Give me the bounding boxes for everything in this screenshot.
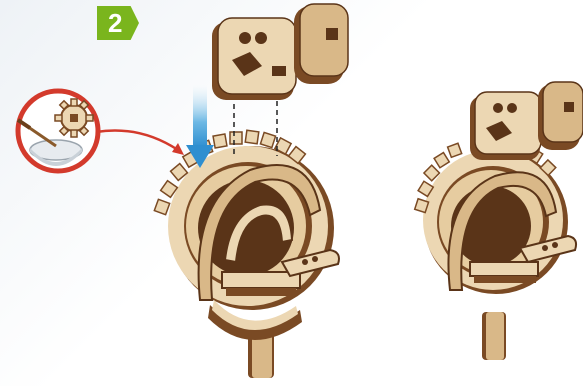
assembled-model [415,82,583,360]
assembled-base [482,312,506,360]
exploded-assembly [154,4,348,378]
glue-bowl-with-brush-and-gear-icon [18,91,98,171]
step-number-badge: 2 [97,6,139,40]
callout-arrow [96,130,184,155]
assembled-head-piece [470,82,583,160]
head-piece [212,4,348,100]
step-number: 2 [108,8,122,39]
